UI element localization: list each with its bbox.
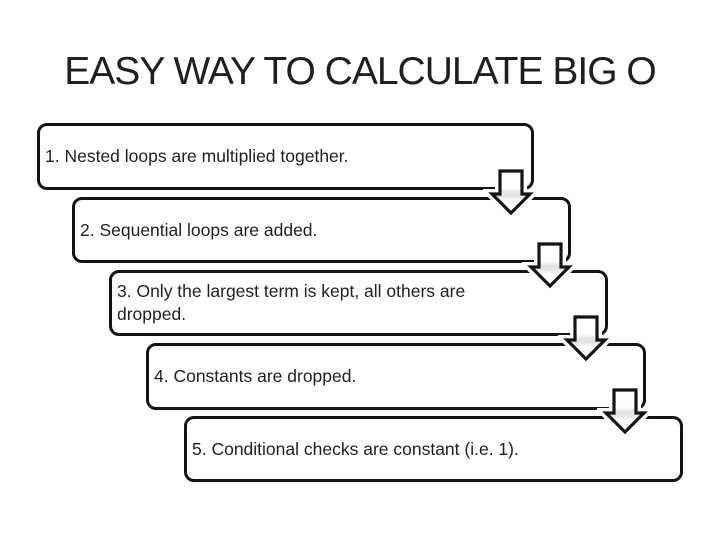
step-label-1: 1. Nested loops are multiplied together.	[45, 146, 349, 166]
down-arrow-icon	[597, 387, 653, 435]
step-label-4: 4. Constants are dropped.	[154, 366, 357, 386]
step-box-2: 2. Sequential loops are added.	[72, 197, 571, 263]
step-label-3: 3. Only the largest term is kept, all ot…	[117, 281, 466, 324]
down-arrow-icon	[483, 168, 539, 216]
slide-title: EASY WAY TO CALCULATE BIG O	[64, 50, 656, 93]
step-label-5: 5. Conditional checks are constant (i.e.…	[192, 438, 519, 459]
down-arrow-icon	[522, 241, 578, 289]
step-box-3: 3. Only the largest term is kept, all ot…	[109, 270, 608, 336]
step-box-5: 5. Conditional checks are constant (i.e.…	[184, 416, 683, 482]
step-box-1: 1. Nested loops are multiplied together.	[37, 123, 534, 190]
step-label-2: 2. Sequential loops are added.	[80, 219, 318, 240]
down-arrow-icon	[558, 314, 614, 362]
step-box-4: 4. Constants are dropped.	[146, 343, 646, 410]
